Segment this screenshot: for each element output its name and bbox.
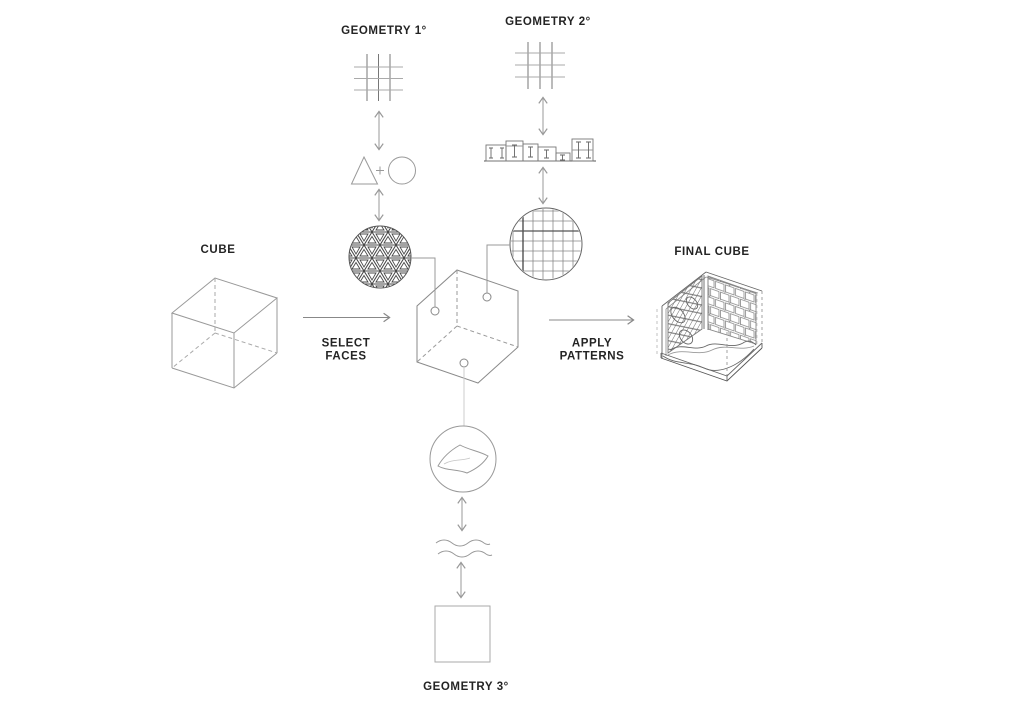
organic-surface-pattern-icon: [429, 425, 497, 493]
block-elevation-icon: [484, 138, 596, 162]
geometry-3-label: GEOMETRY 3°: [423, 680, 509, 693]
apply-patterns-label: APPLY PATTERNS: [559, 337, 625, 363]
leader-line-right-face: [486, 244, 510, 293]
triangle-plus-circle-icon: [350, 155, 416, 185]
geometry-2-column: [484, 42, 596, 281]
triangle-tessellation-pattern-icon: [348, 225, 412, 289]
wireframe-cube-icon: [170, 277, 279, 389]
grid-icon: [354, 54, 403, 101]
face-marker: [430, 292, 492, 368]
open-cube-face-markers-icon: [411, 244, 519, 426]
cube-label: CUBE: [200, 243, 236, 256]
geometry-1-label: GEOMETRY 1°: [341, 24, 427, 37]
select-faces-label: SELECT FACES: [321, 337, 371, 363]
textured-final-cube-icon: [656, 271, 763, 382]
geometry-3-column: [429, 425, 497, 663]
geometry-1-column: [348, 54, 416, 289]
square-grid-pattern-icon: [509, 207, 583, 281]
square-icon: [434, 605, 491, 663]
final-cube-label: FINAL CUBE: [674, 245, 750, 258]
leader-line-left-face: [411, 257, 436, 307]
grid-icon: [515, 42, 565, 89]
wave-lines-icon: [435, 539, 493, 558]
geometry-2-label: GEOMETRY 2°: [505, 15, 591, 28]
